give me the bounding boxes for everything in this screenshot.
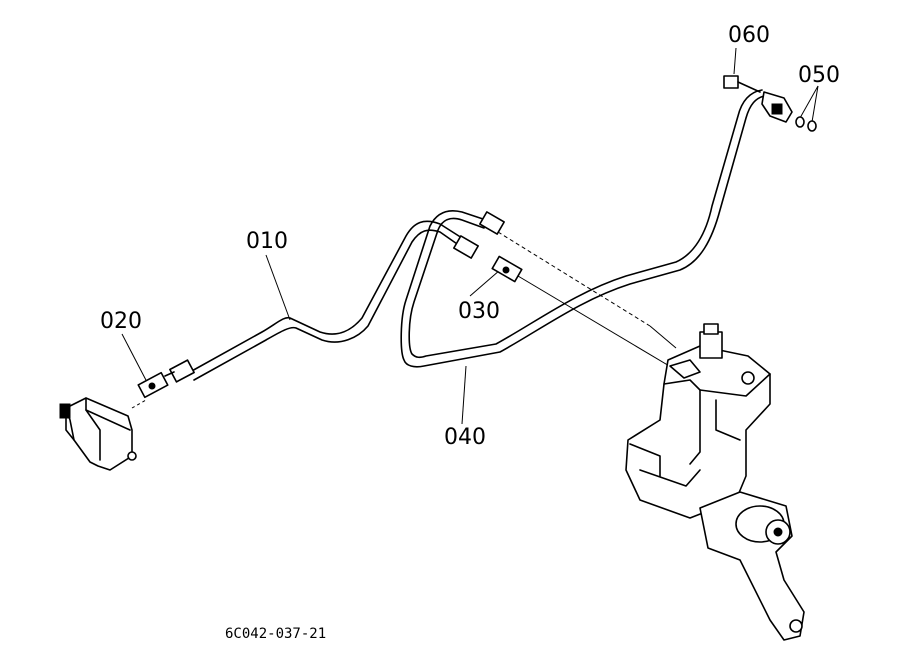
fittings-030	[453, 211, 523, 283]
callout-030: 030	[458, 299, 500, 324]
callout-040: 040	[444, 425, 486, 450]
leader-020	[121, 333, 149, 385]
callout-010: 010	[246, 229, 288, 254]
bolt-060	[723, 75, 761, 93]
guide-lines	[497, 231, 677, 371]
pipe-040	[400, 89, 765, 368]
leader-050a	[799, 85, 819, 119]
callout-020: 020	[100, 309, 142, 334]
leader-030	[469, 269, 501, 297]
callout-060: 060	[728, 23, 770, 48]
leader-040	[461, 365, 467, 425]
fitting-020	[137, 359, 195, 399]
leader-lines	[121, 47, 819, 425]
callout-050: 050	[798, 63, 840, 88]
leader-010	[265, 254, 291, 321]
valve-block	[59, 397, 147, 471]
elbow-fitting	[761, 91, 793, 123]
leader-060	[733, 47, 737, 75]
pipe-010	[189, 220, 463, 381]
o-rings-050	[795, 116, 817, 132]
leader-050b	[811, 85, 819, 123]
drawing-reference: 6C042-037-21	[225, 626, 326, 642]
steering-gearbox	[625, 323, 805, 641]
